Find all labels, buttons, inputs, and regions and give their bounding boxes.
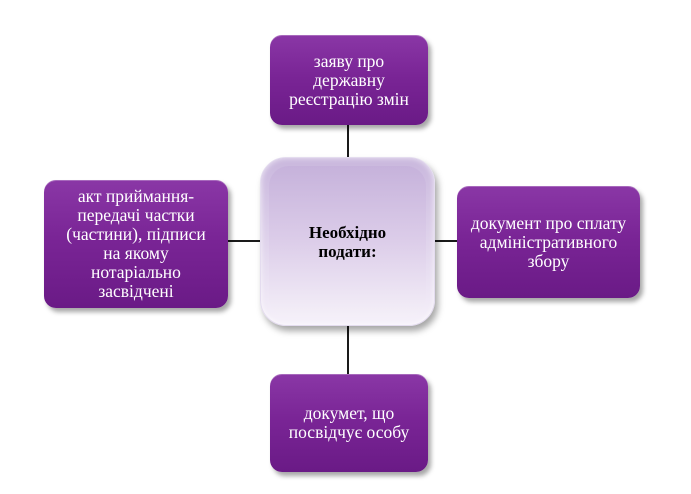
center-node-label: Необхідно подати:	[308, 222, 387, 261]
node-top: заяву про державну реєстрацію змін	[270, 35, 428, 125]
node-right-label: документ про сплату адміністративного зб…	[470, 212, 627, 271]
node-left: акт приймання- передачі частки (частини)…	[44, 180, 228, 308]
node-left-label: акт приймання- передачі частки (частини)…	[66, 186, 206, 301]
connector-left	[227, 240, 263, 242]
connector-right	[432, 240, 459, 242]
node-bottom-label: докумет, що посвідчує особу	[288, 403, 410, 442]
connector-top	[347, 124, 349, 158]
node-bottom: докумет, що посвідчує особу	[270, 374, 428, 472]
node-right: документ про сплату адміністративного зб…	[457, 186, 640, 298]
node-top-label: заяву про державну реєстрацію змін	[289, 50, 409, 109]
center-node-inner: Необхідно подати:	[269, 166, 426, 317]
connector-bottom	[347, 325, 349, 375]
center-node: Необхідно подати:	[260, 157, 435, 326]
